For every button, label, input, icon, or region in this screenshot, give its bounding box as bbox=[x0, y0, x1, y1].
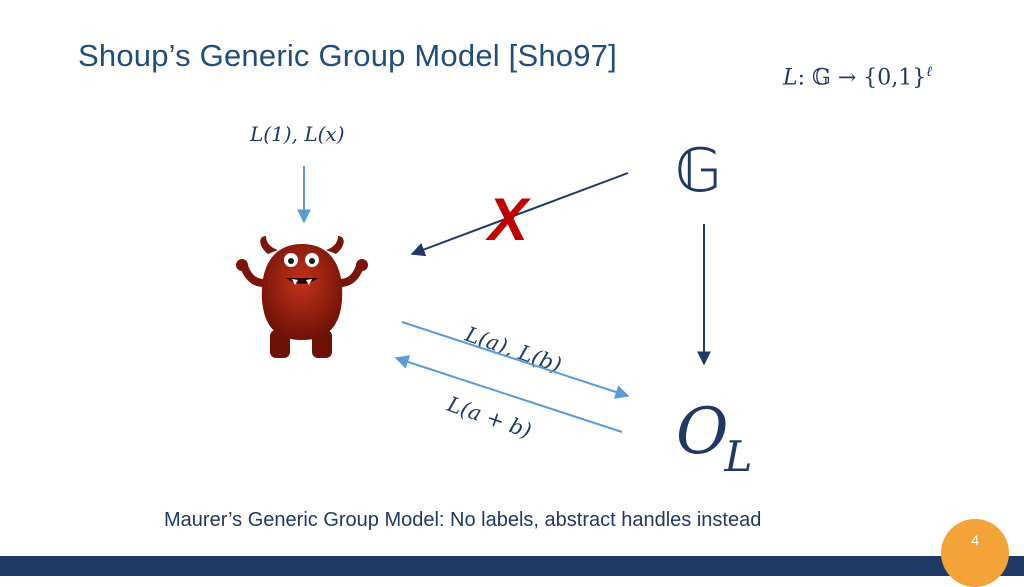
labeling-codomain: {0,1} bbox=[863, 65, 927, 91]
page-number: 4 bbox=[971, 532, 979, 548]
oracle-main: O bbox=[676, 395, 729, 469]
oracle-symbol: OL bbox=[676, 395, 756, 481]
labeling-arrow: → bbox=[837, 65, 857, 91]
footer-bar bbox=[0, 556, 1024, 576]
adversary-input-label: L(1), L(x) bbox=[250, 122, 345, 146]
red-monster-icon bbox=[236, 236, 368, 358]
labeling-group: 𝔾 bbox=[812, 65, 831, 91]
labeling-lhs: L bbox=[783, 65, 798, 91]
query-arrow bbox=[401, 321, 630, 399]
labeling-colon: : bbox=[797, 65, 806, 91]
blocked-x-mark: X bbox=[485, 186, 532, 253]
labeling-exponent: ℓ bbox=[926, 64, 933, 80]
caption: Maurer’s Generic Group Model: No labels,… bbox=[164, 509, 762, 531]
page-badge bbox=[941, 519, 1009, 587]
slide-title: Shoup’s Generic Group Model [Sho97] bbox=[78, 38, 617, 73]
response-arrow bbox=[394, 355, 623, 433]
blocked-direct-arrow bbox=[410, 172, 629, 257]
labeling-map: L: 𝔾 → {0,1}ℓ bbox=[783, 64, 932, 90]
group-symbol: 𝔾 bbox=[675, 136, 722, 206]
oracle-subscript: L bbox=[724, 432, 753, 481]
